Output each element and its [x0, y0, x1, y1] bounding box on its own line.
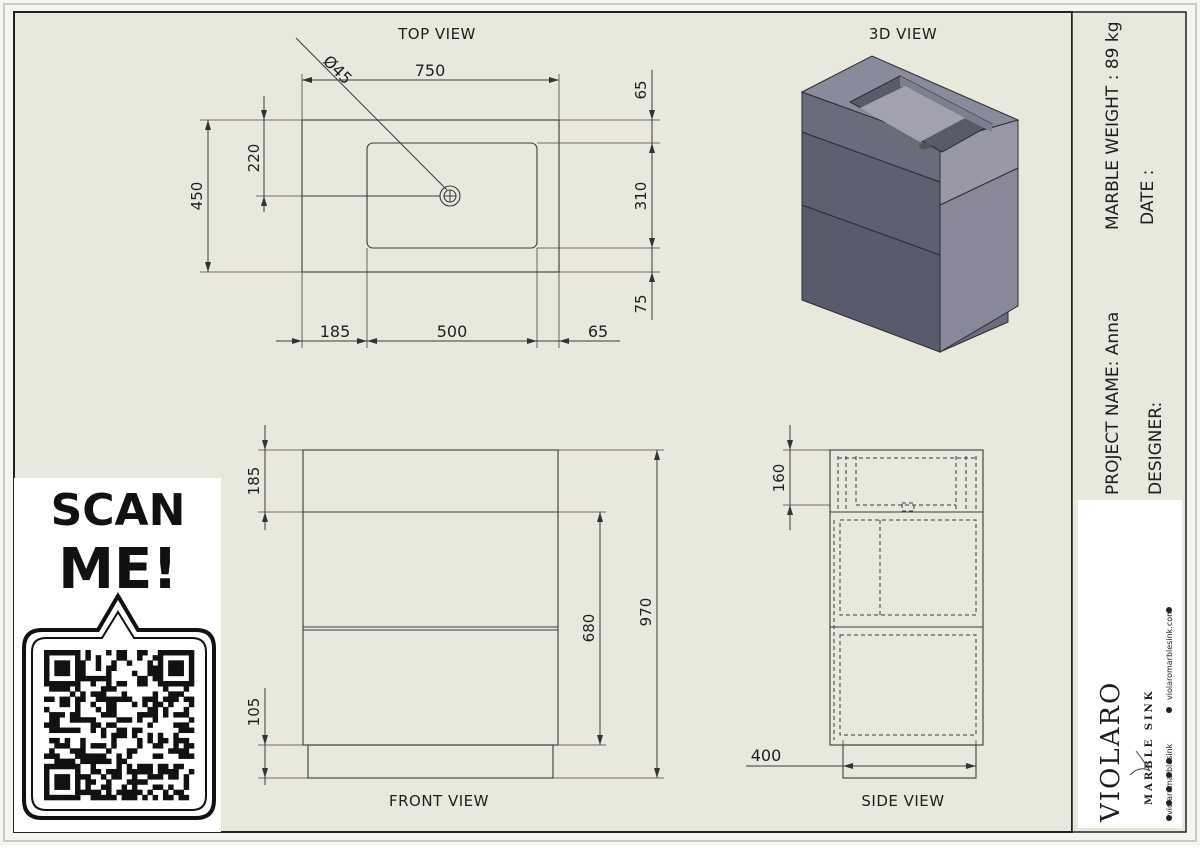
youtube-icon	[1166, 758, 1172, 764]
dim-drain-offset: 220	[245, 144, 263, 173]
brand-logo: VIOLARO	[1096, 681, 1126, 823]
side-view: SIDE VIEW 160 400	[746, 425, 984, 810]
brand-panel	[1078, 500, 1182, 828]
pinterest-icon	[1166, 772, 1172, 778]
three-d-view-title: 3D VIEW	[869, 25, 937, 43]
social-icons	[1166, 607, 1172, 821]
project-name: PROJECT NAME: Anna	[1103, 312, 1123, 495]
twitter-icon	[1166, 786, 1172, 792]
brand-swirl-icon	[1129, 750, 1151, 776]
three-d-view: 3D VIEW	[800, 25, 1020, 353]
linkedin-icon	[1166, 707, 1172, 713]
top-view-title: TOP VIEW	[397, 25, 476, 43]
front-view-title: FRONT VIEW	[389, 792, 489, 810]
designer-label: DESIGNER:	[1146, 402, 1166, 495]
dim-depth-total: 450	[188, 182, 206, 211]
facebook-icon	[1166, 815, 1172, 821]
front-view: FRONT VIEW 185 105 680 970	[245, 425, 664, 810]
dim-basin-width: 500	[437, 322, 468, 341]
dim-total-height: 970	[637, 598, 655, 627]
me-text: ME!	[58, 537, 178, 602]
brand-subtitle: MARBLE SINK	[1144, 689, 1155, 805]
title-block-content: MARBLE WEIGHT : 89 kg DATE : PROJECT NAM…	[1078, 22, 1182, 828]
dim-right-margin: 65	[588, 322, 608, 341]
dim-drawer-height: 680	[580, 614, 598, 643]
dim-width-total: 750	[415, 61, 446, 80]
scan-text: SCAN	[51, 485, 186, 536]
dim-top-margin: 65	[632, 80, 650, 99]
side-view-title: SIDE VIEW	[861, 792, 944, 810]
qr-panel: SCAN ME!	[14, 478, 221, 832]
globe-icon	[1166, 607, 1172, 613]
marble-weight: MARBLE WEIGHT : 89 kg	[1103, 22, 1123, 231]
dim-bottom-margin: 75	[632, 294, 650, 313]
dim-basin-depth: 310	[632, 182, 650, 211]
dim-basin-height: 160	[770, 464, 788, 493]
dim-base-depth: 400	[751, 746, 782, 765]
top-view: TOP VIEW Ø45 750 450 220	[188, 25, 660, 348]
dim-plinth-height: 105	[245, 698, 263, 727]
social-handle: violaromarblesink	[1165, 743, 1174, 815]
dim-left-margin: 185	[320, 322, 351, 341]
date-label: DATE :	[1138, 170, 1158, 225]
qr-code-icon[interactable]	[44, 650, 195, 801]
instagram-icon	[1166, 800, 1172, 806]
dim-top-height: 185	[245, 467, 263, 496]
website-url: violaromarblesink.com	[1165, 609, 1174, 700]
